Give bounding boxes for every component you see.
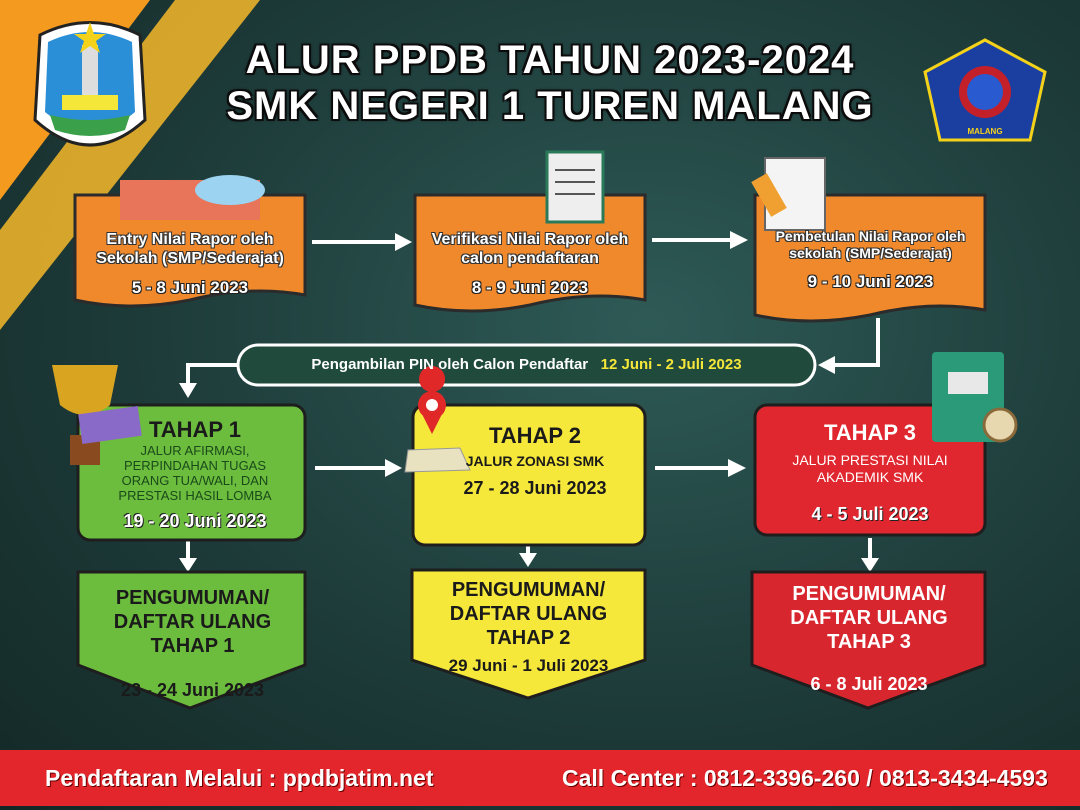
smk-logo: MALANG xyxy=(923,38,1047,142)
checklist-icon xyxy=(751,157,826,231)
stage-1-title: TAHAP 1 xyxy=(148,417,242,442)
step-2: Verifikasi Nilai Rapor oleh calon pendaf… xyxy=(420,230,640,298)
trophy-icon xyxy=(52,365,142,465)
notebook-icon xyxy=(932,352,1018,443)
stage-3-desc: JALUR PRESTASI NILAI AKADEMIK SMK xyxy=(792,452,948,485)
announcement-3-text: PENGUMUMAN/ DAFTAR ULANG TAHAP 3 xyxy=(790,583,948,653)
announcement-2: PENGUMUMAN/ DAFTAR ULANG TAHAP 2 29 Juni… xyxy=(425,578,632,676)
registration-link[interactable]: Pendaftaran Melalui : ppdbjatim.net xyxy=(45,765,434,791)
announcement-3: PENGUMUMAN/ DAFTAR ULANG TAHAP 3 6 - 8 J… xyxy=(770,582,968,695)
pin-pill xyxy=(236,343,817,387)
announcement-box-2 xyxy=(410,568,647,700)
title-line-1: ALUR PPDB TAHUN 2023-2024 xyxy=(245,38,855,82)
clipboard-icon xyxy=(545,150,605,224)
stage-1-date: 19 - 20 Juni 2023 xyxy=(123,511,267,531)
school-building-icon xyxy=(120,175,265,220)
stage-3-date: 4 - 5 Juli 2023 xyxy=(811,504,929,524)
announcement-box-1 xyxy=(76,570,307,710)
announcement-1-date: 23 - 24 Juni 2023 xyxy=(120,680,265,700)
announcement-3-date: 6 - 8 Juli 2023 xyxy=(810,674,928,694)
announcement-1: PENGUMUMAN/ DAFTAR ULANG TAHAP 1 23 - 24… xyxy=(95,586,290,701)
stage-2-title: TAHAP 2 xyxy=(488,423,582,448)
call-center: Call Center : 0812-3396-260 / 0813-3434-… xyxy=(562,765,1048,791)
stage-2: TAHAP 2 JALUR ZONASI SMK 27 - 28 Juni 20… xyxy=(430,423,640,499)
footer-bar: Pendaftaran Melalui : ppdbjatim.net Call… xyxy=(0,750,1080,806)
pin-step: Pengambilan PIN oleh Calon Pendaftar 12 … xyxy=(238,356,815,373)
arrow-heads xyxy=(179,231,879,572)
step-box-2 xyxy=(413,193,647,313)
stage-box-1 xyxy=(76,403,307,542)
announcement-box-3 xyxy=(750,570,987,710)
stage-1: TAHAP 1 JALUR AFIRMASI, PERPINDAHAN TUGA… xyxy=(100,417,290,532)
title-line-2: SMK NEGERI 1 TUREN MALANG xyxy=(226,84,874,128)
step-1: Entry Nilai Rapor oleh Sekolah (SMP/Sede… xyxy=(80,230,300,298)
pin-date: 12 Juni - 2 Juli 2023 xyxy=(600,356,742,373)
step-3: Pembetulan Nilai Rapor oleh sekolah (SMP… xyxy=(758,228,983,292)
step-3-text: Pembetulan Nilai Rapor oleh sekolah (SMP… xyxy=(775,228,966,261)
stage-2-desc: JALUR ZONASI SMK xyxy=(465,453,605,469)
announcement-1-text: PENGUMUMAN/ DAFTAR ULANG TAHAP 1 xyxy=(113,587,272,657)
stage-box-2 xyxy=(411,403,647,547)
yellow-stripe xyxy=(0,0,260,330)
stage-3: TAHAP 3 JALUR PRESTASI NILAI AKADEMIK SM… xyxy=(770,420,970,525)
announcement-2-text: PENGUMUMAN/ DAFTAR ULANG TAHAP 2 xyxy=(449,579,608,649)
step-box-1 xyxy=(73,193,307,308)
stage-box-3 xyxy=(753,403,987,537)
step-2-text: Verifikasi Nilai Rapor oleh calon pendaf… xyxy=(431,231,629,267)
step-3-date: 9 - 10 Juni 2023 xyxy=(807,272,934,291)
step-1-date: 5 - 8 Juni 2023 xyxy=(131,278,249,297)
jatim-logo xyxy=(33,21,147,147)
step-1-text: Entry Nilai Rapor oleh Sekolah (SMP/Sede… xyxy=(96,231,284,267)
map-pin-icon xyxy=(404,366,471,473)
stage-2-date: 27 - 28 Juni 2023 xyxy=(463,478,607,498)
svg-text:MALANG: MALANG xyxy=(967,127,1002,136)
stage-1-desc: JALUR AFIRMASI, PERPINDAHAN TUGAS ORANG … xyxy=(118,443,272,503)
announcement-2-date: 29 Juni - 1 Juli 2023 xyxy=(448,656,609,675)
stage-3-title: TAHAP 3 xyxy=(823,420,917,445)
pin-label: Pengambilan PIN oleh Calon Pendaftar xyxy=(311,356,589,373)
step-2-date: 8 - 9 Juni 2023 xyxy=(471,278,589,297)
